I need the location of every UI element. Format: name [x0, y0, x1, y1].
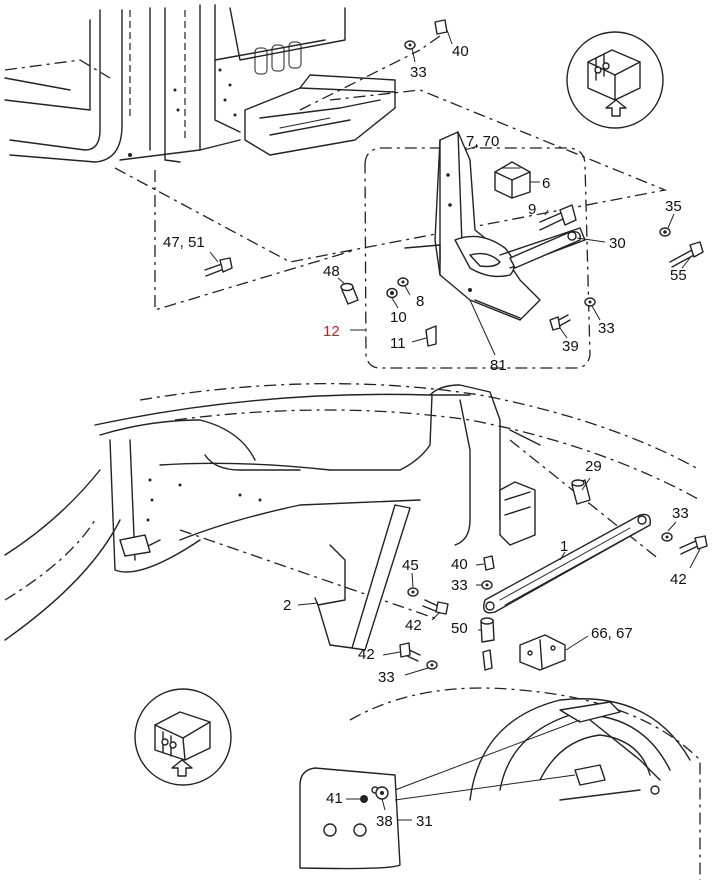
part-35-washer	[659, 227, 671, 237]
callout-42-center: 42	[405, 617, 422, 634]
part-9-bolt	[539, 204, 577, 231]
part-66-67-bracket	[519, 634, 566, 671]
wheel-well	[349, 687, 701, 880]
callout-42-right: 42	[670, 571, 687, 588]
part-47-51-bolt	[204, 257, 233, 277]
callout-48: 48	[323, 263, 340, 280]
callout-38: 38	[376, 813, 393, 830]
callout-50: 50	[451, 620, 468, 637]
callout-33-top: 33	[410, 64, 427, 81]
part-11-clip	[425, 325, 437, 347]
callout-66-67: 66, 67	[591, 625, 633, 642]
callout-81: 81	[490, 357, 507, 374]
callout-33-center: 33	[451, 577, 468, 594]
part-1-strap	[483, 513, 651, 614]
part-29-bushing	[571, 479, 591, 505]
part-39-bolt	[549, 314, 571, 331]
part-55-bolt	[669, 241, 704, 268]
callout-12-kit: 12	[323, 323, 340, 340]
lower-body	[4, 384, 541, 641]
part-38-washer	[375, 786, 389, 800]
vehicle-orientation-icon-lower	[134, 688, 232, 786]
part-6-block	[494, 161, 531, 199]
callout-1: 1	[560, 538, 568, 555]
part-41-screw	[360, 795, 368, 803]
callout-7-70: 7, 70	[466, 133, 499, 150]
callout-31: 31	[416, 813, 433, 830]
callout-11: 11	[390, 335, 406, 352]
part-40-nut-center	[483, 555, 495, 571]
callout-8: 8	[416, 293, 424, 310]
callout-9: 9	[528, 201, 536, 218]
part-2-rod	[314, 504, 411, 651]
part-pin	[482, 649, 493, 671]
vehicle-orientation-icon	[566, 31, 664, 129]
callout-labels: 40 33 7, 70 6 9 35 30 47, 51 48 8 55 10 …	[163, 43, 689, 830]
callout-41: 41	[326, 790, 343, 807]
callout-30: 30	[609, 235, 626, 252]
part-42-bolt-center	[422, 599, 449, 615]
callout-40-top: 40	[452, 43, 469, 60]
part-42-bolt-lower	[399, 642, 421, 662]
callout-33-lower: 33	[378, 669, 395, 686]
part-30-arm	[509, 230, 581, 269]
callout-10: 10	[390, 309, 407, 326]
callout-39: 39	[562, 338, 579, 355]
callout-35: 35	[665, 198, 682, 215]
callout-55: 55	[670, 267, 687, 284]
part-40-nut-top	[434, 19, 448, 35]
callout-2: 2	[283, 597, 291, 614]
part-42-bolt-right	[679, 535, 708, 555]
callout-6: 6	[542, 175, 550, 192]
body-frame-top	[4, 4, 346, 163]
leader-lines	[209, 29, 701, 821]
callout-33-right: 33	[598, 320, 615, 337]
callout-42-lower: 42	[358, 646, 375, 663]
mounting-tray	[244, 74, 396, 156]
callout-45: 45	[402, 557, 419, 574]
callout-40-center: 40	[451, 556, 468, 573]
bracket-assembly	[404, 131, 586, 321]
part-48-bushing	[340, 282, 359, 305]
callout-33-lower-right: 33	[672, 505, 689, 522]
part-50-spacer	[480, 617, 495, 643]
callout-29: 29	[585, 458, 602, 475]
callout-47-51: 47, 51	[163, 234, 205, 251]
